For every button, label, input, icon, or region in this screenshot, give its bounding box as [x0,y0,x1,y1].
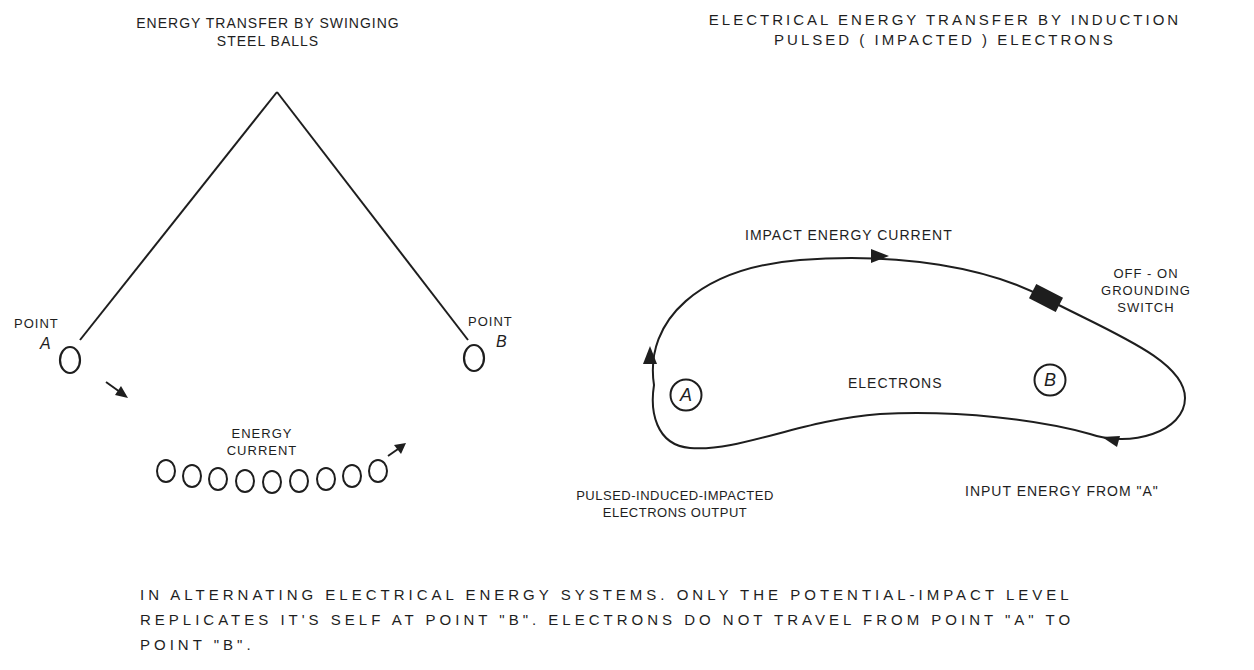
motion-arrow [106,382,120,392]
point-label: POINT [468,314,513,331]
steel-ball [369,460,387,482]
steel-ball [209,468,227,490]
flow-label: IMPACT ENERGY CURRENT [745,226,953,244]
input-label: INPUT ENERGY FROM "A" [965,482,1159,500]
arrow-head [1102,436,1120,447]
figure-heading: ENERGY TRANSFER BY SWINGING STEEL BALLS [123,14,413,50]
pendulum-string [80,92,277,340]
output-label: PULSED-INDUCED-IMPACTED ELECTRONS OUTPUT [568,488,783,522]
switch-label: OFF - ON GROUNDING SWITCH [1098,266,1194,317]
steel-ball [464,345,484,371]
switch-symbol [1029,284,1063,312]
steel-ball [60,347,80,373]
arrow-head [643,346,657,364]
note-text: IN ALTERNATING ELECTRICAL ENERGY SYSTEMS… [140,582,1130,657]
arrow-head [394,443,406,454]
pendulum-string [277,92,468,340]
motion-arrow [388,449,398,456]
steel-ball [236,470,254,492]
circle-outline [1035,365,1066,396]
node-letter: A [680,386,692,404]
steel-ball [290,470,308,492]
steel-ball [317,468,335,490]
node-letter: B [1044,371,1056,389]
point-label: POINT [14,316,59,333]
flow-label: ELECTRONS [848,374,943,392]
ball-row [157,460,387,493]
steel-ball [343,465,361,487]
steel-ball [183,465,201,487]
arrow-head [871,249,889,263]
flow-label: ENERGY CURRENT [217,426,307,460]
circled-letter: A [669,378,703,412]
steel-ball [157,460,175,482]
arrow-head [115,386,128,398]
steel-ball [263,471,281,493]
circle-outline [671,380,702,411]
circled-letter: B [1033,363,1067,397]
point-letter: B [496,332,507,353]
point-letter: A [40,334,51,355]
figure-heading: ELECTRICAL ENERGY TRANSFER BY INDUCTION … [685,10,1205,49]
